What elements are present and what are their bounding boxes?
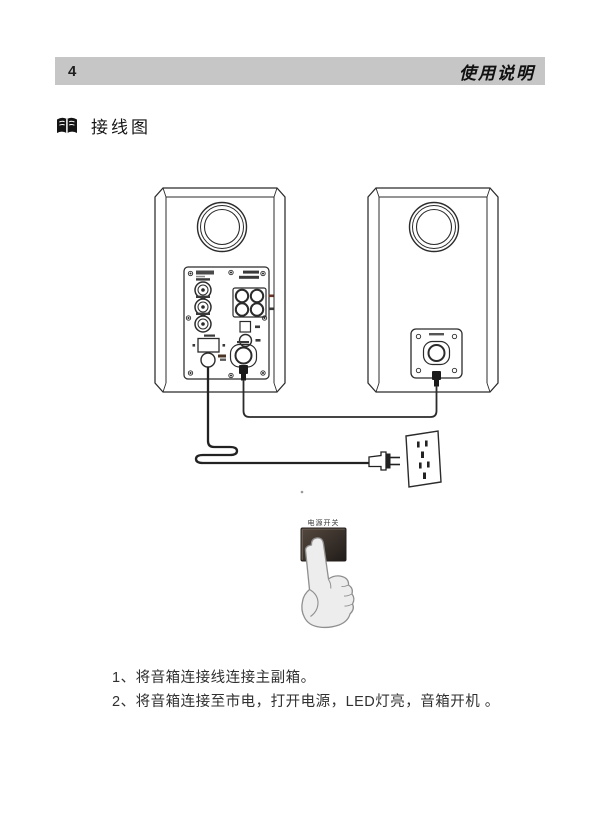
panel-top-labels: [239, 270, 259, 279]
outlet-slots: [417, 440, 430, 479]
speaker-out-connector: [229, 341, 258, 381]
panel-screws: [185, 269, 268, 379]
print-dot: [300, 490, 304, 494]
volume-knobs: [194, 278, 212, 333]
aux-jack: [238, 333, 261, 348]
page-number: 4: [68, 62, 77, 80]
power-cord: [194, 367, 369, 465]
power-inlet: [200, 352, 226, 368]
speaker-link-cable: [242, 380, 438, 418]
pressing-hand: [301, 537, 355, 629]
right-speaker: [367, 187, 499, 393]
left-speaker: [154, 187, 286, 393]
power-switch-callout: 电源开关: [300, 518, 355, 629]
brand-logo: [196, 270, 214, 278]
wiring-diagram: 电源开关: [154, 187, 499, 629]
speaker-terminal-block: [232, 287, 274, 318]
power-plug: [368, 451, 400, 471]
instruction-step-1: 1、将音箱连接线连接主副箱。: [112, 670, 316, 686]
power-switch-label: 电源开关: [308, 518, 340, 527]
right-speaker-cabinet: [367, 187, 499, 393]
left-speaker-port: [196, 201, 248, 253]
wall-outlet: [405, 430, 442, 488]
section-title: 接线图: [91, 117, 151, 137]
section-heading: 接线图: [56, 112, 151, 138]
right-speaker-port: [408, 201, 460, 253]
instruction-list: 1、将音箱连接线连接主副箱。 2、将音箱连接至市电，打开电源，LED灯亮，音箱开…: [112, 666, 552, 714]
header-title: 使用说明: [459, 63, 535, 83]
instruction-step-2: 2、将音箱连接至市电，打开电源，LED灯亮，音箱开机 。: [112, 694, 500, 710]
left-speaker-rear-panel: [183, 266, 274, 381]
mode-switch: [239, 320, 260, 333]
page-header-bar: 4 使用说明: [55, 57, 545, 85]
optical-port: [192, 334, 226, 353]
open-book-icon: [57, 117, 77, 133]
right-speaker-input-plate: [410, 328, 463, 387]
